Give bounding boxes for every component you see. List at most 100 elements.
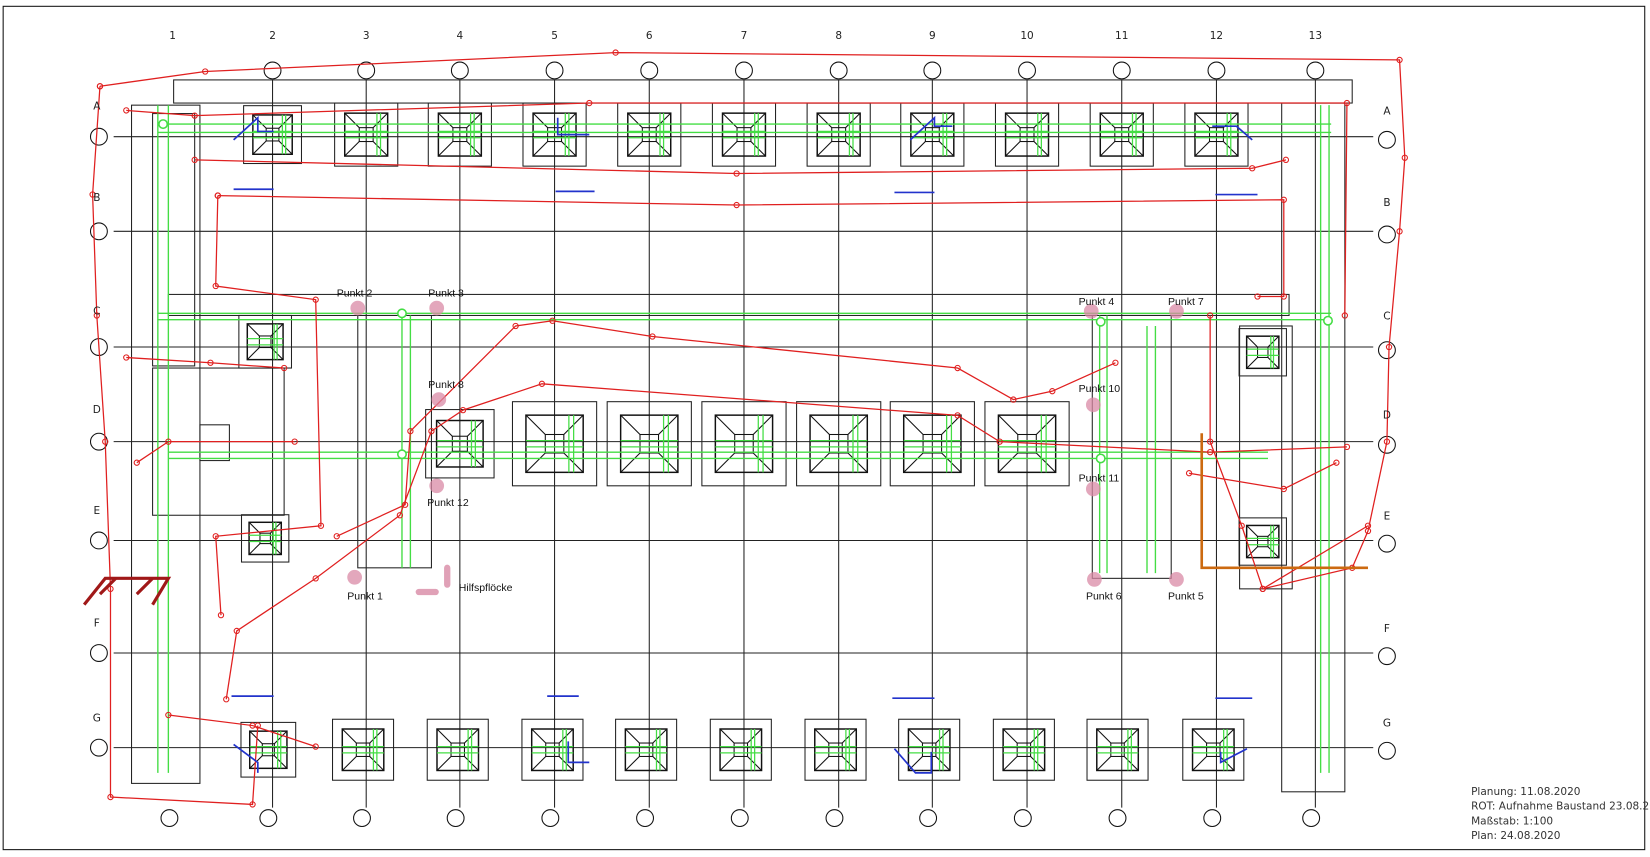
footing-inner [252,114,293,155]
survey-point [733,170,740,177]
survey-point [102,438,109,445]
drain-line [909,115,953,141]
survey-point [954,364,961,372]
footing-row-g [331,718,395,781]
footing-inner [619,414,679,474]
footing-outer [709,718,772,781]
survey-point [223,696,230,703]
axis-bubble [1377,647,1396,666]
survey-line [1188,462,1337,490]
footing-row-g [615,718,678,781]
survey-layer [82,49,1408,808]
survey-point-marker [429,478,445,494]
footing-row-g [1182,718,1245,781]
survey-point-marker [1169,303,1184,319]
footing-e2 [240,514,290,563]
footing-core [258,335,272,349]
footing-rebar [1192,729,1235,771]
column-label: 11 [1115,30,1128,42]
footing-outer [240,514,290,563]
survey-point [1383,438,1391,445]
footing-inner [902,414,962,474]
survey-point [1254,293,1261,300]
survey-point [1280,485,1287,493]
survey-point [1343,99,1351,107]
survey-point [249,722,256,729]
planned-node [1322,315,1333,326]
row-label: G [93,712,101,724]
planned-line [157,123,1332,134]
drain-line [233,743,259,773]
axis-bubble [1203,809,1222,828]
axis-bubble [735,61,753,80]
survey-point [291,438,298,445]
footing-core [450,742,465,757]
survey-point [954,412,961,419]
axis-bubble [730,809,749,828]
footing-outer [1086,718,1149,781]
footing-core [452,127,468,143]
footing-rebar [1246,525,1279,558]
survey-point [428,427,435,435]
survey-point [317,522,325,529]
axis-bubble [541,809,560,828]
footing-rebar [998,415,1056,473]
footing-rebar [342,729,384,771]
axis-bubble [89,644,108,662]
survey-point [538,380,546,387]
footing-outer [615,718,678,781]
survey-point [1280,196,1287,203]
footing-row-g [1086,718,1149,781]
column-label: 10 [1020,30,1033,42]
row-label: B [93,192,100,204]
survey-point-marker [1169,572,1184,587]
footing-core [358,127,374,143]
survey-point [233,627,240,635]
survey-point-marker [1085,397,1101,413]
footing-rebar [1100,113,1144,157]
footing-rebar [910,113,954,157]
survey-point [1333,459,1340,466]
footing-inner [1191,728,1235,772]
column-label: 4 [457,30,464,42]
survey-point [1401,154,1408,161]
survey-point [280,364,288,372]
row-label: D [1383,410,1391,422]
axis-bubble [829,61,848,80]
axis-bubble [923,61,942,80]
survey-point [191,112,198,119]
axis-bubble [1108,809,1127,828]
footing-inner [436,728,480,772]
footing-core [1206,742,1221,757]
survey-point [107,585,114,593]
row-label: E [1384,510,1391,522]
axis-bubble [640,61,659,80]
planned-node [396,449,407,460]
column-label: 1 [169,30,176,42]
survey-point [123,107,130,114]
footing-core [734,433,754,454]
footing-rebar [908,729,950,771]
footing-row-g [709,718,772,781]
footing-rebar [814,729,857,771]
survey-point [202,68,209,75]
footing-outer [331,718,395,781]
axis-bubble [545,61,564,80]
footing-rebar [903,415,961,473]
footing-inner [1002,728,1046,772]
axis-bubble [259,809,278,828]
survey-point [1282,156,1290,163]
survey-point [207,359,214,366]
survey-point [996,438,1003,445]
footing-row-d [796,401,882,487]
survey-point [1385,343,1393,351]
footing-core [261,743,275,757]
footing-rebar [810,415,868,473]
survey-point [212,533,219,540]
survey-point-marker [1085,481,1101,497]
axis-bubble [357,61,376,80]
footing-rebar [249,731,287,769]
footing-row-g [992,718,1055,781]
axis-bubble [1013,809,1032,828]
